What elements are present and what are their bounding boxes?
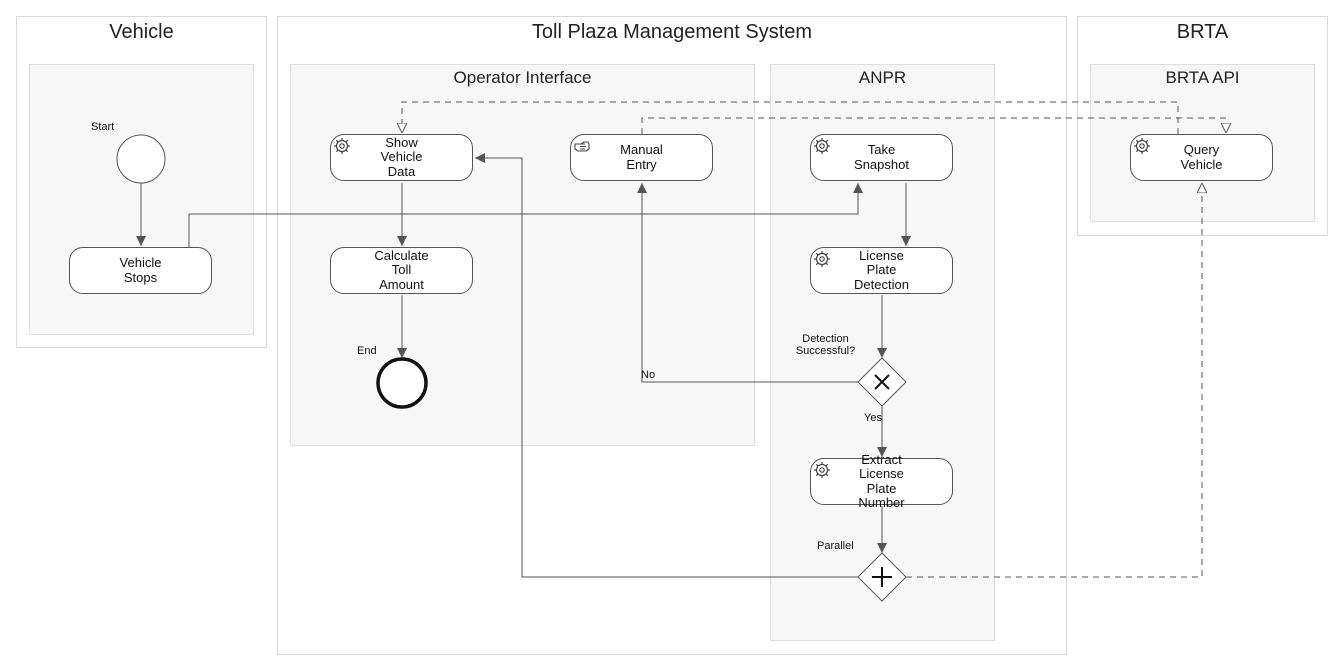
gear-icon: [334, 138, 350, 154]
lane-title: Operator Interface: [453, 68, 592, 87]
flow-parallel-to-show-vehicle-data: [475, 153, 858, 578]
task-label: License Plate Detection: [854, 247, 909, 292]
task-manual-entry[interactable]: Manual Entry: [570, 134, 713, 181]
task-label: Extract License Plate Number: [858, 451, 905, 510]
flow-vehicle-stops-to-take-snapshot: [188, 183, 863, 247]
pool-title: BRTA: [1176, 21, 1229, 43]
task-calculate-toll-amount[interactable]: Calculate Toll Amount: [330, 247, 473, 294]
task-label: Manual Entry: [620, 142, 663, 172]
parallel-gateway: [857, 552, 907, 602]
message-flow-parallel-to-query-vehicle: [906, 183, 1202, 578]
task-query-vehicle[interactable]: Query Vehicle: [1130, 134, 1273, 181]
task-take-snapshot[interactable]: Take Snapshot: [810, 134, 953, 181]
message-flow-query-to-show-vehicle-data: [402, 101, 1179, 134]
lane-title: BRTA API: [1165, 68, 1240, 87]
gear-icon: [1134, 138, 1150, 154]
flow-label-yes: Yes: [864, 412, 882, 424]
pool-title: Vehicle: [109, 21, 174, 43]
detection-gateway-label: Detection Successful?: [795, 333, 856, 357]
task-label: Show Vehicle Data: [380, 134, 423, 179]
parallel-gateway-label: Parallel: [817, 540, 854, 552]
start-event-label: Start: [91, 121, 115, 133]
gear-icon: [814, 462, 830, 478]
gear-icon: [814, 251, 830, 267]
task-label: Take Snapshot: [854, 142, 909, 172]
flow-label-no: No: [641, 369, 656, 381]
hand-icon: [574, 141, 590, 152]
end-event-label: End: [357, 345, 377, 357]
task-extract-license-plate-number[interactable]: Extract License Plate Number: [810, 452, 953, 510]
lane-title: ANPR: [858, 68, 907, 87]
end-event: [376, 357, 428, 409]
start-event: [116, 134, 166, 184]
gear-icon: [814, 138, 830, 154]
task-label: Query Vehicle: [1180, 142, 1223, 172]
flow-gateway-no-to-manual-entry: [637, 183, 858, 383]
task-show-vehicle-data[interactable]: Show Vehicle Data: [330, 134, 473, 181]
exclusive-gateway: [857, 357, 907, 407]
message-flow-manual-entry-to-query-vehicle: [641, 117, 1226, 134]
lane-brta-api: BRTA API: [1090, 64, 1315, 222]
task-label: Vehicle Stops: [119, 255, 162, 285]
task-license-plate-detection[interactable]: License Plate Detection: [810, 247, 953, 294]
pool-title: Toll Plaza Management System: [531, 21, 813, 43]
task-vehicle-stops[interactable]: Vehicle Stops: [69, 247, 212, 294]
task-label: Calculate Toll Amount: [374, 247, 429, 292]
